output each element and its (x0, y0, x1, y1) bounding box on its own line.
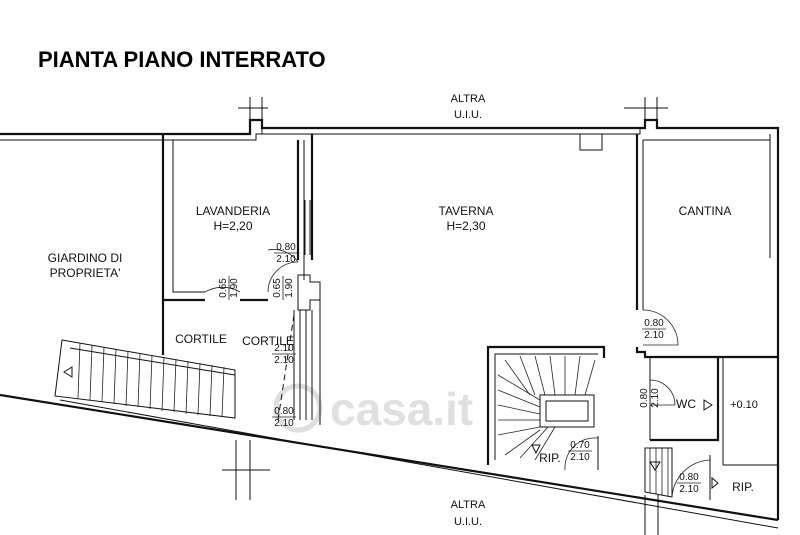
opening-d6-height: 2.10 (644, 330, 664, 341)
cortile-passage (277, 300, 321, 425)
opening-d6: 0.80 2.10 (642, 318, 666, 341)
opening-d8-width: 0.70 (570, 440, 590, 451)
neighbor-top-line2: U.I.U. (454, 109, 482, 121)
room-wc: WC (676, 397, 696, 411)
opening-d2-width: 0.65 (218, 278, 229, 298)
neighbor-top-line1: ALTRA (451, 93, 486, 105)
opening-d4-height: 2.10 (274, 355, 294, 366)
level-note: +0.10 (730, 399, 758, 411)
watermark-text: casa.it (330, 383, 473, 435)
room-cortile-right: CORTILE (242, 334, 294, 348)
neighbor-bottom-line2: U.I.U. (454, 516, 482, 528)
neighbor-bottom-line1: ALTRA (451, 499, 486, 511)
opening-d8-height: 2.10 (570, 452, 590, 463)
wc-block (635, 347, 778, 500)
room-taverna-name: TAVERNA (439, 204, 494, 218)
watermark: casa.it (273, 383, 473, 435)
taverna-walls (310, 133, 644, 310)
room-rip-right: RIP. (732, 480, 754, 494)
room-lavanderia-height: H=2,20 (213, 219, 252, 233)
opening-d7: 0.80 2.10 (639, 386, 661, 410)
opening-d9-width: 0.80 (679, 472, 699, 483)
opening-d9: 0.80 2.10 (677, 472, 701, 495)
opening-d3-width: 0.65 (272, 278, 283, 298)
plan-title: PIANTA PIANO INTERRATO (38, 47, 326, 72)
opening-d7-width: 0.80 (639, 388, 650, 408)
room-giardino-line1: GIARDINO DI (48, 251, 123, 265)
opening-d5-width: 0.80 (274, 406, 294, 417)
opening-d5-height: 2.10 (274, 418, 294, 429)
room-cortile-left: CORTILE (175, 332, 227, 346)
room-rip-stair: RIP. (539, 451, 561, 465)
opening-d2-height: 1.90 (229, 278, 240, 298)
garden-stairs (54, 300, 236, 419)
room-taverna-height: H=2,30 (446, 219, 485, 233)
outer-walls (0, 97, 780, 535)
room-cantina-name: CANTINA (679, 204, 732, 218)
opening-d4: 2.10 2.10 (272, 343, 296, 366)
opening-d8: 0.70 2.10 (568, 440, 592, 463)
room-lavanderia-name: LAVANDERIA (196, 204, 270, 218)
opening-d2: 0.65 1.90 (218, 276, 240, 300)
opening-d1-height: 2.10 (276, 254, 296, 265)
cantina-walls (642, 139, 771, 346)
opening-d5: 0.80 2.10 (272, 406, 296, 429)
opening-d7-height: 2.10 (650, 388, 661, 408)
opening-d4-width: 2.10 (274, 343, 294, 354)
opening-d9-height: 2.10 (679, 484, 699, 495)
opening-d3-height: 1.90 (284, 278, 295, 298)
opening-d6-width: 0.80 (644, 318, 664, 329)
opening-d3: 0.65 1.90 (272, 276, 295, 300)
opening-d1: 0.80 2.10 (274, 242, 298, 265)
staircase (486, 345, 606, 471)
opening-d1-width: 0.80 (276, 242, 296, 253)
room-giardino-line2: PROPRIETA' (50, 266, 121, 280)
